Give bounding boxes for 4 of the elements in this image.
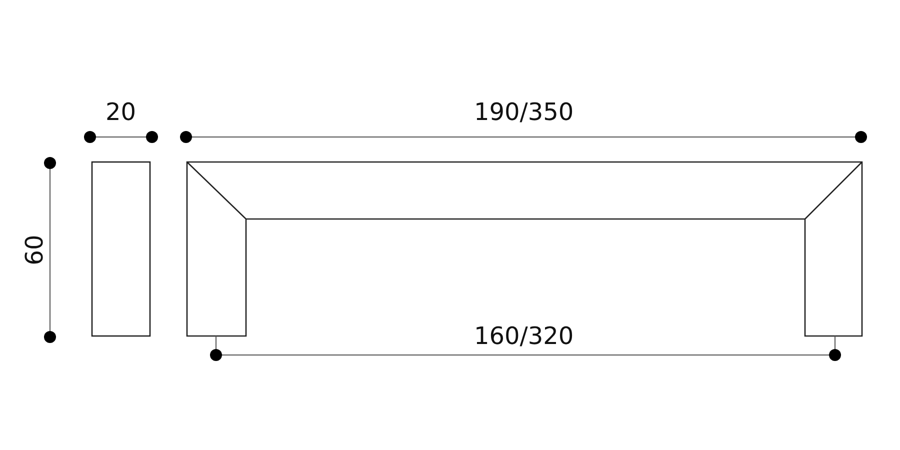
dimension-label: 20 [106,98,136,126]
dimension-label: 190/350 [474,98,574,126]
dimension-label: 160/320 [474,322,574,350]
dimension-label: 60 [20,234,48,266]
